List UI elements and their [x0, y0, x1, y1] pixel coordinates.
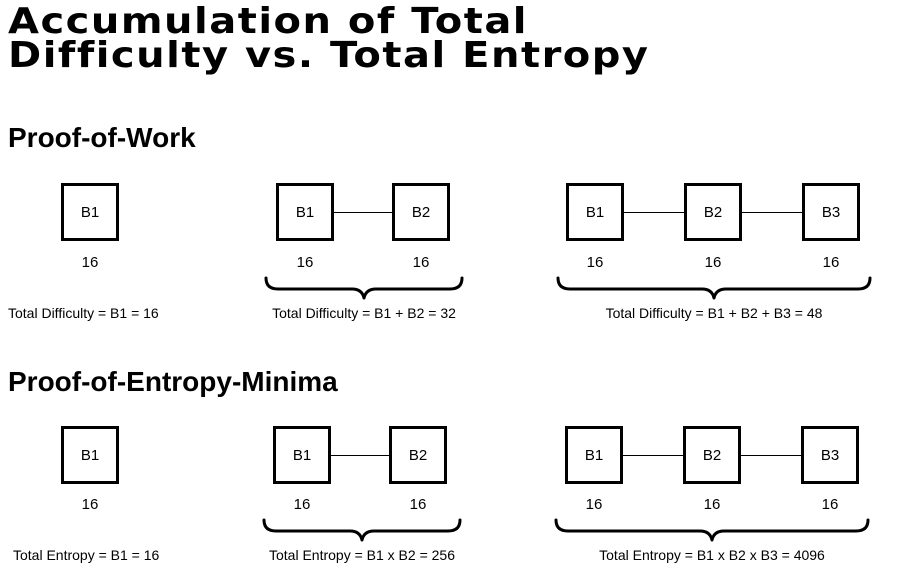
block-value: 16 — [704, 254, 722, 271]
block-b3: B3 — [801, 426, 859, 484]
title-line-2: Difficulty vs. Total Entropy — [8, 34, 650, 76]
total-entropy-formula: Total Entropy = B1 x B2 = 256 — [268, 547, 456, 563]
block-b1: B1 — [61, 426, 119, 484]
block-value: 16 — [81, 496, 99, 513]
chain-link — [624, 212, 684, 213]
block-value: 16 — [412, 254, 430, 271]
block-b1: B1 — [565, 426, 623, 484]
page-title: Accumulation of Total Difficulty vs. Tot… — [8, 0, 650, 76]
block-value: 16 — [293, 496, 311, 513]
chain-link — [742, 212, 802, 213]
total-difficulty-formula: Total Difficulty = B1 = 16 — [8, 305, 159, 321]
chain-link — [741, 455, 801, 456]
block-value: 16 — [81, 254, 99, 271]
chain-link — [623, 455, 683, 456]
block-value: 16 — [409, 496, 427, 513]
block-value: 16 — [296, 254, 314, 271]
section-heading-pem: Proof-of-Entropy-Minima — [8, 366, 338, 397]
curly-brace — [264, 276, 464, 300]
title-line-1: Accumulation of Total — [8, 0, 529, 42]
block-value: 16 — [703, 496, 721, 513]
block-b1: B1 — [276, 183, 334, 241]
chain-link — [331, 455, 389, 456]
block-b1: B1 — [566, 183, 624, 241]
block-value: 16 — [821, 496, 839, 513]
block-b2: B2 — [389, 426, 447, 484]
curly-brace — [554, 518, 870, 542]
block-b2: B2 — [392, 183, 450, 241]
total-entropy-formula: Total Entropy = B1 = 16 — [13, 547, 160, 563]
block-b2: B2 — [684, 183, 742, 241]
total-entropy-formula: Total Entropy = B1 x B2 x B3 = 4096 — [599, 547, 825, 563]
block-b1: B1 — [273, 426, 331, 484]
block-b2: B2 — [683, 426, 741, 484]
chain-link — [334, 212, 392, 213]
block-b3: B3 — [802, 183, 860, 241]
block-value: 16 — [822, 254, 840, 271]
section-heading-pow: Proof-of-Work — [8, 122, 196, 153]
total-difficulty-formula: Total Difficulty = B1 + B2 + B3 = 48 — [605, 305, 823, 321]
block-value: 16 — [586, 254, 604, 271]
block-value: 16 — [585, 496, 603, 513]
curly-brace — [262, 518, 462, 542]
curly-brace — [556, 276, 872, 300]
block-b1: B1 — [61, 183, 119, 241]
total-difficulty-formula: Total Difficulty = B1 + B2 = 32 — [272, 305, 456, 321]
